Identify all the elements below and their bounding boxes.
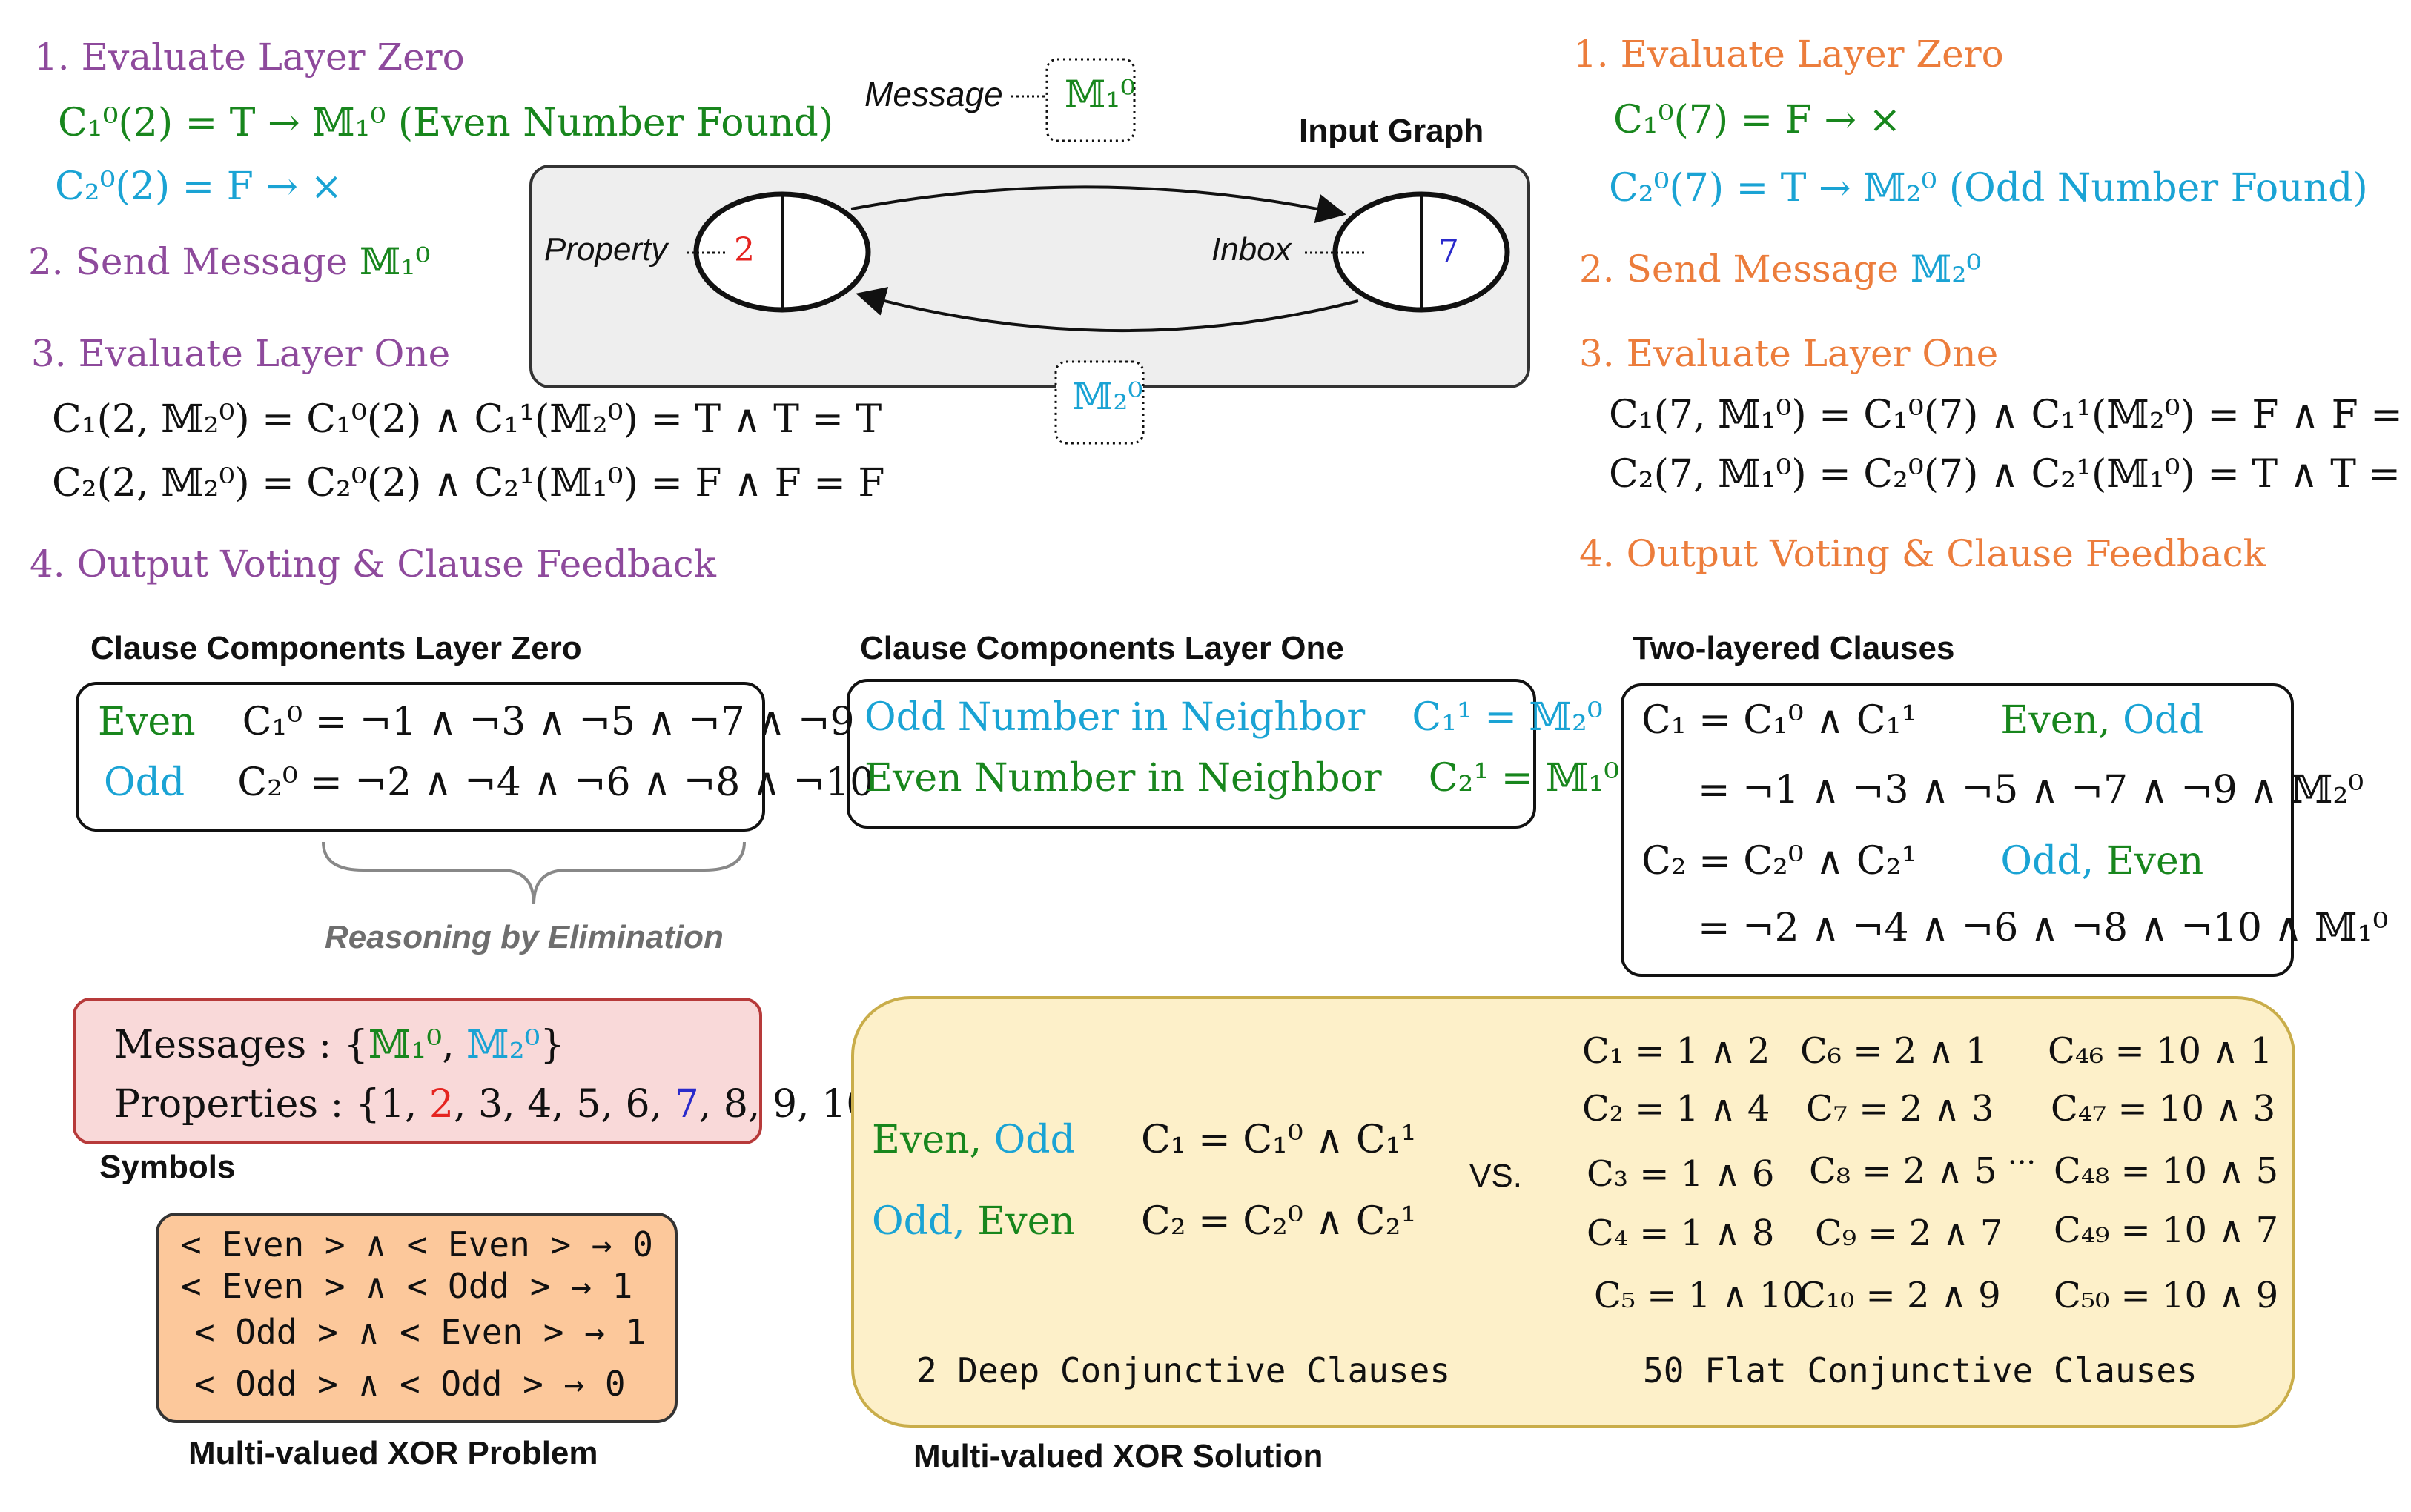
right-layer1-c1: C₁(7, 𝕄₁⁰) = C₁⁰(7) ∧ C₁¹(𝕄₂⁰) = F ∧ F =… (1609, 393, 2411, 437)
flat-clause-c4: C₄ = 1 ∧ 8 (1587, 1213, 1775, 1254)
right-step4: 4. Output Voting & Clause Feedback (1579, 532, 2266, 575)
message-bottom: 𝕄₂⁰ (1072, 375, 1143, 418)
layer-zero-title: Clause Components Layer Zero (90, 630, 582, 666)
layer-zero-row1: Even C₁⁰ = ¬1 ∧ ¬3 ∧ ¬5 ∧ ¬7 ∧ ¬9 (98, 700, 855, 744)
flat-clause-c47: C₄₇ = 10 ∧ 3 (2051, 1088, 2276, 1130)
symbols-box (73, 998, 762, 1144)
two-layered-box (1621, 683, 2294, 977)
left-step2: 2. Send Message 𝕄₁⁰ (28, 240, 431, 283)
right-c2-equation: C₂⁰(7) = T → 𝕄₂⁰ (Odd Number Found) (1609, 166, 2368, 210)
elimination-label: Reasoning by Elimination (325, 919, 724, 955)
elimination-brace (322, 841, 746, 905)
xor-row-1: < Even > ∧ < Even > → 0 (181, 1224, 653, 1264)
two-layered-title: Two-layered Clauses (1633, 630, 1955, 666)
two-layered-c1-expand: = ¬1 ∧ ¬3 ∧ ¬5 ∧ ¬7 ∧ ¬9 ∧ 𝕄₂⁰ (1698, 768, 2364, 812)
input-graph-diagram (529, 58, 1530, 445)
flat-clause-c49: C₄₉ = 10 ∧ 7 (2054, 1210, 2279, 1251)
two-layered-c2-expand: = ¬2 ∧ ¬4 ∧ ¬6 ∧ ¬8 ∧ ¬10 ∧ 𝕄₁⁰ (1698, 906, 2389, 950)
xor-row-3: < Odd > ∧ < Even > → 1 (194, 1312, 646, 1352)
flat-clause-c8: C₈ = 2 ∧ 5 (1809, 1150, 1997, 1192)
flat-caption: 50 Flat Conjunctive Clauses (1643, 1350, 2197, 1390)
symbols-title: Symbols (99, 1149, 236, 1185)
left-node-value: 2 (734, 231, 755, 269)
right-step3: 3. Evaluate Layer One (1579, 332, 1999, 375)
flat-clause-c48: C₄₈ = 10 ∧ 5 (2054, 1150, 2279, 1192)
flat-ellipsis: ··· (2008, 1146, 2037, 1180)
symbols-messages: Messages : {𝕄₁⁰, 𝕄₂⁰} (114, 1023, 565, 1067)
flat-clause-c46: C₄₆ = 10 ∧ 1 (2048, 1030, 2273, 1072)
vs-label: VS. (1469, 1158, 1522, 1194)
flat-clause-c9: C₉ = 2 ∧ 7 (1815, 1213, 2003, 1254)
two-layered-c1: C₁ = C₁⁰ ∧ C₁¹ Even, Odd (1641, 698, 2204, 743)
edge-left-to-right (850, 185, 1346, 224)
xor-row-4: < Odd > ∧ < Odd > → 0 (194, 1364, 626, 1404)
layer-one-row2: Even Number in Neighbor C₂¹ = 𝕄₁⁰ (864, 756, 1620, 800)
flat-clause-c6: C₆ = 2 ∧ 1 (1800, 1030, 1988, 1072)
right-c1-equation: C₁⁰(7) = F → × (1613, 98, 1902, 142)
left-c1-equation: C₁⁰(2) = T → 𝕄₁⁰ (Even Number Found) (58, 101, 834, 145)
xor-problem-box (156, 1213, 678, 1423)
message-top: 𝕄₁⁰ (1065, 73, 1136, 116)
right-node-value: 7 (1438, 233, 1459, 271)
flat-clause-c1: C₁ = 1 ∧ 2 (1582, 1030, 1770, 1072)
xor-problem-title: Multi-valued XOR Problem (188, 1435, 598, 1471)
left-layer1-c2: C₂(2, 𝕄₂⁰) = C₂⁰(2) ∧ C₂¹(𝕄₁⁰) = F ∧ F =… (52, 461, 885, 505)
right-step2: 2. Send Message 𝕄₂⁰ (1579, 248, 1982, 291)
left-step1: 1. Evaluate Layer Zero (34, 36, 465, 79)
message-bottom-box (1054, 360, 1145, 445)
layer-zero-row2: Odd C₂⁰ = ¬2 ∧ ¬4 ∧ ¬6 ∧ ¬8 ∧ ¬10 (104, 760, 875, 805)
left-layer1-c1: C₁(2, 𝕄₂⁰) = C₁⁰(2) ∧ C₁¹(𝕄₂⁰) = T ∧ T =… (52, 397, 882, 442)
message-label: Message (864, 75, 1003, 113)
deep-caption: 2 Deep Conjunctive Clauses (916, 1350, 1451, 1390)
symbols-properties: Properties : {1, 2, 3, 4, 5, 6, 7, 8, 9,… (114, 1082, 895, 1127)
layer-one-title: Clause Components Layer One (860, 630, 1344, 666)
flat-clause-c7: C₇ = 2 ∧ 3 (1806, 1088, 1994, 1130)
edge-right-to-left (856, 287, 1359, 333)
xor-solution-box (851, 996, 2295, 1428)
layer-zero-box (76, 682, 765, 832)
flat-clause-c50: C₅₀ = 10 ∧ 9 (2054, 1275, 2279, 1316)
message-top-box (1045, 58, 1136, 142)
flat-clause-c2: C₂ = 1 ∧ 4 (1582, 1088, 1770, 1130)
xor-solution-title: Multi-valued XOR Solution (913, 1438, 1323, 1474)
flat-clause-c10: C₁₀ = 2 ∧ 9 (1799, 1275, 2001, 1316)
deep-clause-1: Even, Odd C₁ = C₁⁰ ∧ C₁¹ (872, 1118, 1417, 1162)
left-c2-equation: C₂⁰(2) = F → × (55, 165, 343, 209)
left-step3: 3. Evaluate Layer One (31, 332, 451, 375)
layer-one-row1: Odd Number in Neighbor C₁¹ = 𝕄₂⁰ (864, 695, 1603, 740)
two-layered-c2: C₂ = C₂⁰ ∧ C₂¹ Odd, Even (1641, 839, 2204, 883)
layer-one-box (847, 679, 1536, 829)
xor-row-2: < Even > ∧ < Odd > → 1 (181, 1266, 633, 1306)
flat-clause-c5: C₅ = 1 ∧ 10 (1594, 1275, 1805, 1316)
right-layer1-c2: C₂(7, 𝕄₁⁰) = C₂⁰(7) ∧ C₂¹(𝕄₁⁰) = T ∧ T =… (1609, 452, 2411, 497)
inbox-label: Inbox (1211, 231, 1292, 268)
property-label: Property (544, 231, 668, 268)
input-graph-title: Input Graph (1299, 113, 1484, 149)
deep-clause-2: Odd, Even C₂ = C₂⁰ ∧ C₂¹ (872, 1199, 1417, 1244)
left-step4: 4. Output Voting & Clause Feedback (30, 543, 716, 586)
right-step1: 1. Evaluate Layer Zero (1573, 33, 2004, 76)
flat-clause-c3: C₃ = 1 ∧ 6 (1587, 1153, 1775, 1195)
